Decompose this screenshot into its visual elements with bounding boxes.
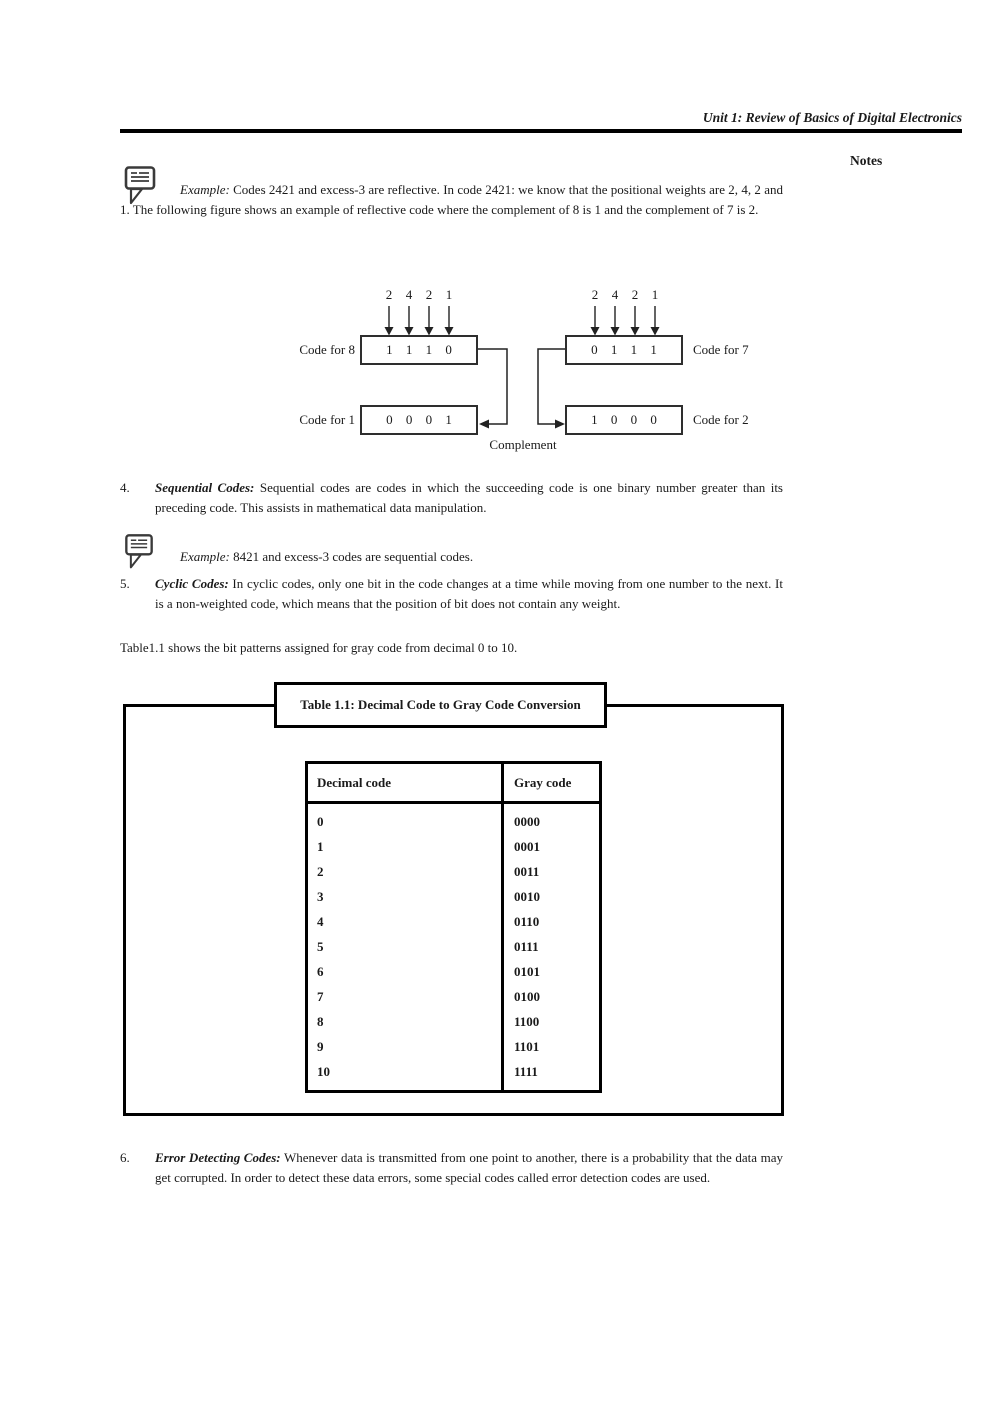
weight-label: 2 — [591, 287, 599, 302]
decimal-code-cell: 7 — [317, 988, 324, 1004]
decimal-code-cell: 9 — [317, 1038, 324, 1054]
column-header-decimal: Decimal code — [317, 774, 392, 790]
gray-code-cell: 0011 — [514, 863, 540, 879]
weight-label: 1 — [445, 287, 453, 302]
example-text: 8421 and excess-3 codes are sequential c… — [229, 549, 474, 564]
table-header-row: Decimal code Gray code — [308, 764, 599, 804]
table-row: 3 0010 — [308, 884, 599, 909]
decimal-code-cell: 0 — [317, 813, 324, 829]
weight-label: 4 — [405, 287, 413, 302]
table-row: 8 1100 — [308, 1009, 599, 1034]
gray-code-cell: 0111 — [514, 938, 539, 954]
decimal-code-cell: 10 — [317, 1063, 330, 1079]
list-item-lead: Error Detecting Codes: — [155, 1150, 281, 1165]
code-box-7: 0 1 1 1 — [565, 335, 683, 365]
gray-code-cell: 1101 — [514, 1038, 540, 1054]
table-row: 6 0101 — [308, 959, 599, 984]
speech-bubble-icon — [125, 534, 153, 569]
speech-bubble-note-icon — [123, 165, 157, 207]
table-row: 9 1101 — [308, 1034, 599, 1059]
gray-code-cell: 0000 — [514, 813, 540, 829]
table-intro-text: Table1.1 shows the bit patterns assigned… — [120, 640, 518, 655]
decimal-code-cell: 5 — [317, 938, 324, 954]
table-row: 1 0001 — [308, 834, 599, 859]
code-box-8-label: Code for 8 — [299, 342, 355, 357]
example-paragraph-2: Example: 8421 and excess-3 codes are seq… — [180, 547, 473, 567]
weight-label: 2 — [385, 287, 393, 302]
notes-label: Notes — [850, 153, 883, 168]
example-text: Codes 2421 and excess-3 are reflective. … — [120, 182, 783, 217]
page-header-title: Unit 1: Review of Basics of Digital Elec… — [702, 110, 962, 125]
code-box-1-label: Code for 1 — [299, 412, 355, 427]
table-column-divider — [501, 764, 504, 1090]
gray-code-cell: 1111 — [514, 1063, 538, 1079]
weight-label: 2 — [631, 287, 639, 302]
decimal-code-cell: 8 — [317, 1013, 324, 1029]
example-lead: Example: — [180, 549, 230, 564]
table-row: 7 0100 — [308, 984, 599, 1009]
code-box-2: 1 0 0 0 — [565, 405, 683, 435]
complement-label: Complement — [489, 437, 557, 452]
figure-arrows-and-connectors — [384, 306, 660, 429]
list-item-text: Whenever data is transmitted from one po… — [155, 1150, 783, 1185]
gray-code-cell: 0001 — [514, 838, 540, 854]
list-item-number: 6. — [120, 1150, 130, 1165]
weight-label: 4 — [611, 287, 619, 302]
speech-bubble-note-icon — [123, 533, 155, 571]
list-item-lead: Cyclic Codes: — [155, 576, 229, 591]
list-item-text: In cyclic codes, only one bit in the cod… — [155, 576, 783, 611]
decimal-code-cell: 4 — [317, 913, 324, 929]
decimal-code-cell: 2 — [317, 863, 324, 879]
column-header-gray: Gray code — [514, 774, 572, 790]
list-item-cyclic-codes: Cyclic Codes: In cyclic codes, only one … — [155, 574, 783, 614]
example-paragraph-1: Example: Codes 2421 and excess-3 are ref… — [120, 180, 783, 220]
list-item-number: 5. — [120, 576, 130, 591]
list-item-lead: Sequential Codes: — [155, 480, 255, 495]
code-box-2-label: Code for 2 — [693, 412, 749, 427]
table-caption: Table 1.1: Decimal Code to Gray Code Con… — [274, 682, 607, 728]
decimal-code-cell: 3 — [317, 888, 324, 904]
gray-code-cell: 0100 — [514, 988, 540, 1004]
speech-bubble-icon — [124, 166, 156, 205]
list-item-error-detecting-codes: Error Detecting Codes: Whenever data is … — [155, 1148, 783, 1188]
gray-code-cell: 1100 — [514, 1013, 540, 1029]
gray-code-cell: 0110 — [514, 913, 540, 929]
table-row: 5 0111 — [308, 934, 599, 959]
code-box-7-label: Code for 7 — [693, 342, 749, 357]
list-item-number: 4. — [120, 480, 130, 495]
decimal-code-cell: 1 — [317, 838, 324, 854]
weight-label: 2 — [425, 287, 433, 302]
gray-code-cell: 0010 — [514, 888, 540, 904]
example-lead: Example: — [180, 182, 230, 197]
weight-label: 1 — [651, 287, 659, 302]
list-item-text: Sequential codes are codes in which the … — [155, 480, 783, 515]
header-rule — [120, 129, 962, 133]
table-row: 4 0110 — [308, 909, 599, 934]
gray-code-cell: 0101 — [514, 963, 540, 979]
list-item-sequential-codes: Sequential Codes: Sequential codes are c… — [155, 478, 783, 518]
code-box-8: 1 1 1 0 — [360, 335, 478, 365]
table-row: 2 0011 — [308, 859, 599, 884]
decimal-code-cell: 6 — [317, 963, 324, 979]
table-row: 10 1111 — [308, 1059, 599, 1084]
code-box-1: 0 0 0 1 — [360, 405, 478, 435]
